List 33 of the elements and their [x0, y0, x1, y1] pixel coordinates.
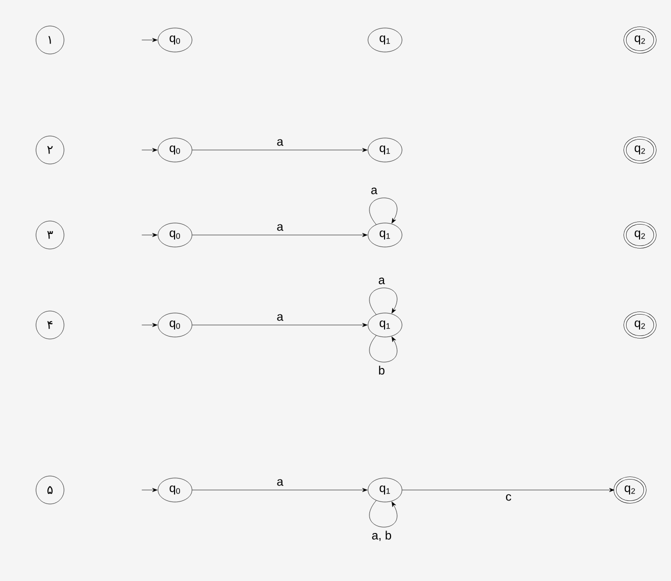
step-number: ۳ — [36, 220, 64, 250]
start-arrow — [142, 323, 158, 327]
start-arrow — [142, 148, 158, 152]
accept-state: q$_{2}$ — [624, 136, 656, 164]
transition-arrow — [192, 323, 368, 327]
step-number: ۱ — [36, 26, 64, 54]
step-number: ۴ — [36, 310, 64, 340]
transition-arrow — [192, 488, 368, 492]
edge-label: a — [378, 278, 385, 284]
edge-label: a — [277, 479, 284, 486]
self-loop — [369, 335, 398, 362]
edge-label: a — [371, 188, 378, 194]
start-arrow — [142, 488, 158, 492]
accept-state: q$_{2}$ — [624, 26, 656, 54]
edge-label: a — [277, 314, 284, 321]
edge-label: a — [277, 139, 284, 146]
edge-label: b — [379, 366, 384, 375]
edge-label: a — [277, 224, 284, 231]
accept-state: q$_{2}$ — [614, 476, 646, 504]
accept-state: q$_{2}$ — [624, 222, 656, 248]
transition-arrow — [192, 233, 368, 237]
step-number: ۲ — [36, 136, 64, 164]
edge-label: c — [506, 494, 512, 501]
self-loop — [369, 198, 398, 225]
accept-state: q$_{2}$ — [624, 312, 656, 338]
start-arrow — [142, 233, 158, 237]
step-number: ۵ — [36, 476, 64, 504]
transition-arrow — [402, 488, 614, 492]
start-arrow — [142, 38, 158, 42]
self-loop — [369, 500, 398, 528]
edge-label: a, b — [372, 530, 392, 541]
self-loop — [369, 288, 398, 315]
transition-arrow — [192, 148, 368, 152]
